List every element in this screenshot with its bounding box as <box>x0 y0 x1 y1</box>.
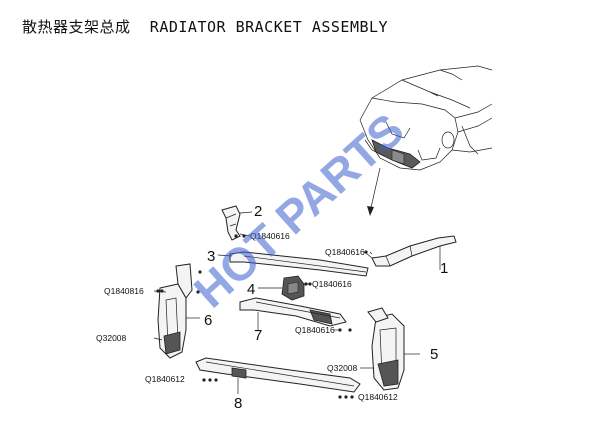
code-q1840616-upper-bracket: Q1840616 <box>250 231 290 241</box>
part-4-center-bracket <box>258 275 305 301</box>
part-6-left-side-bracket <box>157 263 200 359</box>
part-8-lower-crossmember <box>195 357 361 394</box>
code-q1840616-center: Q1840616 <box>312 279 352 289</box>
callout-8: 8 <box>234 395 242 412</box>
code-q32008-right: Q32008 <box>327 363 358 373</box>
callout-6: 6 <box>204 312 212 329</box>
page-title: 散热器支架总成 RADIATOR BRACKET ASSEMBLY <box>22 16 388 37</box>
part-3-upper-crossmember <box>217 251 369 277</box>
code-q1840612-left: Q1840612 <box>145 374 185 384</box>
title-chinese: 散热器支架总成 <box>22 18 131 36</box>
title-english: RADIATOR BRACKET ASSEMBLY <box>149 18 389 36</box>
callout-5: 5 <box>430 346 438 363</box>
callout-7: 7 <box>254 327 262 344</box>
code-q1840616-middle: Q1840616 <box>295 325 335 335</box>
code-q1840612-right: Q1840612 <box>358 392 398 402</box>
code-q1840816-left: Q1840816 <box>104 286 144 296</box>
code-q1840616-reinforcement: Q1840616 <box>325 247 365 257</box>
car-front-illustration <box>359 65 493 216</box>
callout-4: 4 <box>247 281 255 298</box>
part-5-right-side-bracket <box>367 307 420 391</box>
callout-1: 1 <box>440 260 448 277</box>
fastener-dots <box>156 234 368 399</box>
part-2-upper-bracket <box>221 205 253 241</box>
callout-3: 3 <box>207 248 215 265</box>
callout-2: 2 <box>254 203 262 220</box>
part-7-middle-crossmember <box>239 297 347 330</box>
code-q32008-left: Q32008 <box>96 333 127 343</box>
part-1-right-reinforcement <box>365 235 457 270</box>
